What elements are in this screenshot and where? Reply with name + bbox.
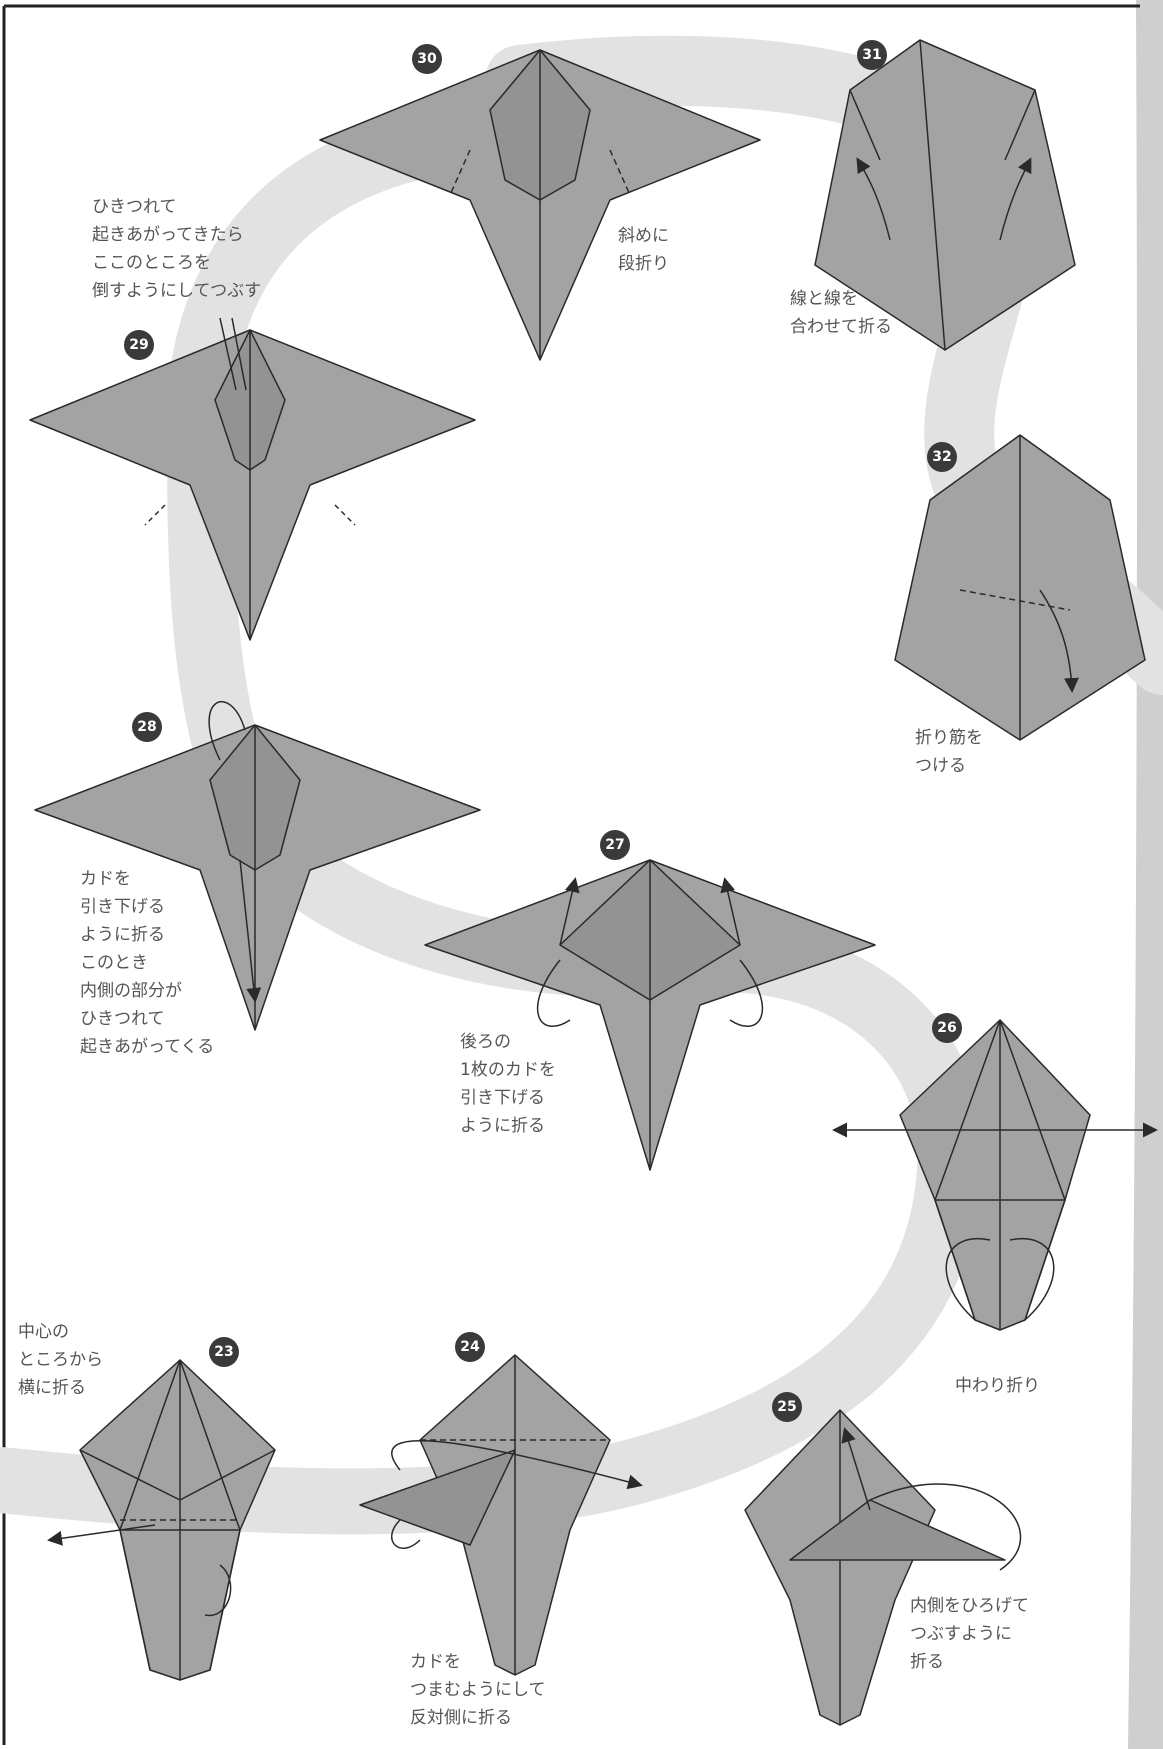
- step-24-number: 24: [455, 1332, 485, 1362]
- step-29-note: ひきつれて 起きあがってきたら ここのところを 倒すようにしてつぶす: [92, 193, 261, 305]
- step-30-note: 斜めに 段折り: [618, 222, 669, 278]
- step-28-number: 28: [132, 712, 162, 742]
- step-27-number: 27: [600, 830, 630, 860]
- step-25-number: 25: [772, 1392, 802, 1422]
- step-31-note: 線と線を 合わせて折る: [790, 285, 892, 341]
- step-32-note: 折り筋を つける: [915, 724, 983, 780]
- step-23-number: 23: [209, 1337, 239, 1367]
- step-32-number: 32: [927, 442, 957, 472]
- step-24-note: カドを つまむようにして 反対側に折る: [410, 1648, 546, 1732]
- step-28-note: カドを 引き下げる ように折る このとき 内側の部分が ひきつれて 起きあがって…: [80, 865, 214, 1061]
- step-26-note: 中わり折り: [955, 1372, 1040, 1400]
- step-27-note: 後ろの 1枚のカドを 引き下げる ように折る: [460, 1028, 556, 1140]
- step-30-number: 30: [412, 44, 442, 74]
- step-26-number: 26: [932, 1013, 962, 1043]
- step-25-note: 内側をひろげて つぶすように 折る: [910, 1592, 1029, 1676]
- step-31-number: 31: [857, 40, 887, 70]
- step-23-note: 中心の ところから 横に折る: [18, 1318, 103, 1402]
- step-29-number: 29: [124, 330, 154, 360]
